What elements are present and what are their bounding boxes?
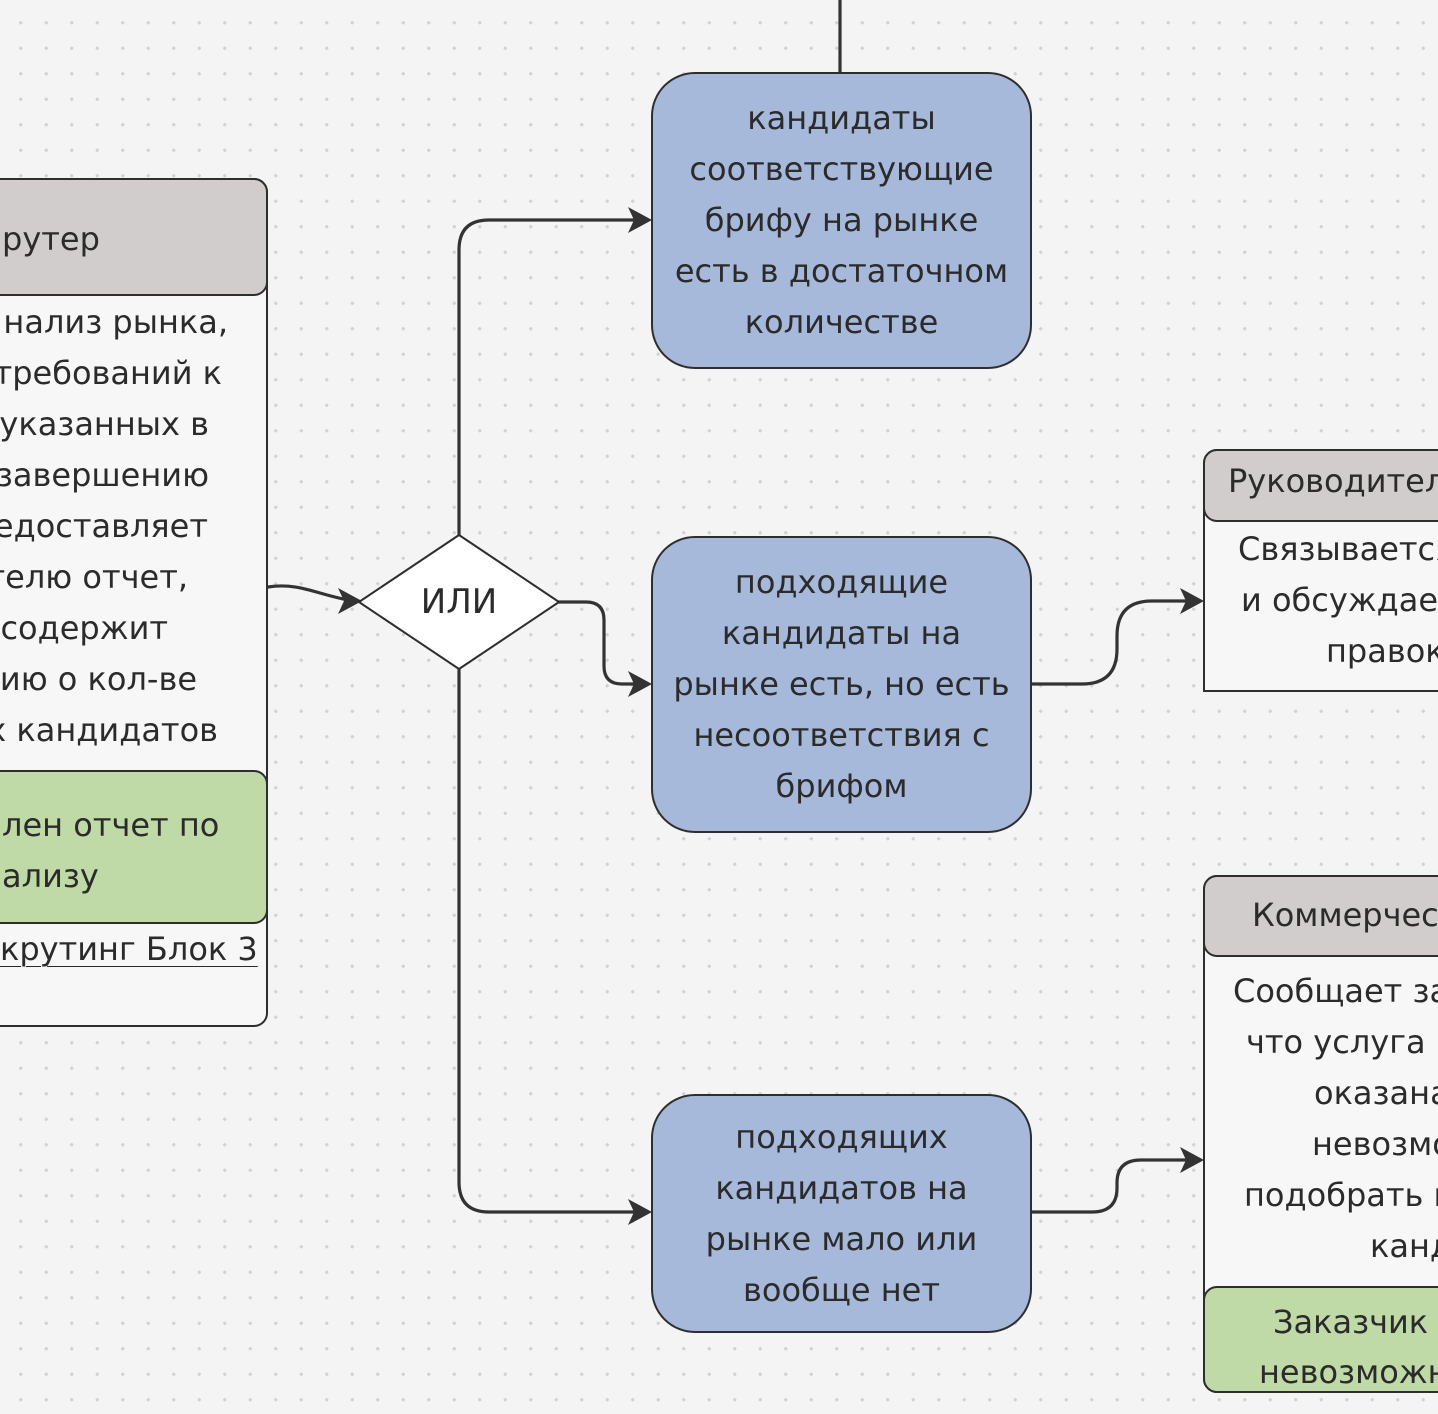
left-card-link[interactable]: крутинг Блок 3 bbox=[0, 930, 258, 968]
right-card-bottom-result-line: невозможн bbox=[1259, 1353, 1438, 1391]
outcome-few-or-none[interactable]: подходящих кандидатов на рынке мало или … bbox=[651, 1094, 1032, 1333]
right-card-bottom-line: оказана bbox=[1314, 1074, 1438, 1112]
outcome-sufficient-candidates[interactable]: кандидаты соответствующие брифу на рынке… bbox=[651, 72, 1032, 369]
connector-decision-to-outcome-2 bbox=[557, 600, 642, 686]
outcome-line: вообще нет bbox=[743, 1270, 940, 1309]
left-card-result-line: лен отчет по bbox=[2, 806, 220, 844]
left-card-line: цию о кол-ве bbox=[0, 660, 197, 698]
outcome-partial-match[interactable]: подходящие кандидаты на рынке есть, но е… bbox=[651, 536, 1032, 833]
arrowhead-right-bottom bbox=[1180, 1147, 1204, 1173]
decision-diamond bbox=[358, 534, 560, 670]
outcome-line: несоответствия с bbox=[693, 716, 990, 754]
left-card-header: рутер bbox=[0, 178, 268, 296]
left-card-header-text: рутер bbox=[2, 220, 100, 258]
outcome-line: кандидаты bbox=[747, 99, 936, 137]
outcome-line: количестве bbox=[744, 303, 939, 341]
connector-outcome-2-to-right-top bbox=[1030, 599, 1194, 686]
right-card-bottom-line: канд bbox=[1370, 1227, 1438, 1265]
right-card-top-line: правок bbox=[1326, 632, 1438, 670]
right-card-bottom-line: что услуга н bbox=[1246, 1023, 1438, 1061]
outcome-line: брифу на рынке bbox=[704, 201, 979, 239]
outcome-line: рынке есть, но есть bbox=[673, 665, 1010, 703]
left-card-body: нализ рынка, требований к указанных в за… bbox=[0, 297, 280, 756]
right-card-top-header: Руководител bbox=[1203, 449, 1438, 522]
right-card-bottom-result: Заказчик у невозможн bbox=[1203, 1286, 1438, 1393]
left-card-line: завершению bbox=[0, 456, 209, 494]
right-card-top-line: и обсуждает bbox=[1241, 581, 1438, 619]
left-card-line: редоставляет bbox=[0, 507, 208, 545]
outcome-line: соответствующие bbox=[689, 150, 994, 188]
right-card-bottom-header: Коммерчес bbox=[1203, 875, 1438, 957]
outcome-line: есть в достаточном bbox=[674, 252, 1009, 290]
arrowhead-outcome-1 bbox=[628, 207, 652, 233]
outcome-line: подходящие bbox=[734, 563, 949, 601]
right-card-bottom-body: Сообщает за что услуга н оказана невозмо… bbox=[1203, 966, 1438, 1272]
arrowhead-decision bbox=[338, 588, 362, 614]
outcome-line: кандидаты на bbox=[721, 614, 962, 652]
outcome-line: подходящих bbox=[735, 1117, 948, 1156]
connector-decision-to-outcome-3 bbox=[457, 668, 642, 1214]
left-card-result-line: ализу bbox=[2, 857, 99, 895]
right-card-bottom-header-text: Коммерчес bbox=[1252, 896, 1438, 934]
right-card-bottom-line: невозмо bbox=[1312, 1125, 1438, 1163]
left-card-line: содержит bbox=[0, 609, 168, 647]
left-card-line: указанных в bbox=[0, 405, 209, 443]
connector-outcome-3-to-right-bottom bbox=[1030, 1158, 1194, 1214]
left-card-line: х кандидатов bbox=[0, 711, 218, 749]
outcome-line: кандидатов на bbox=[715, 1168, 968, 1207]
right-card-bottom-line: подобрать н bbox=[1244, 1176, 1438, 1214]
arrowhead-outcome-2 bbox=[628, 671, 652, 697]
connector-decision-to-outcome-1 bbox=[457, 218, 642, 536]
right-card-top-body: Связывается и обсуждает правок bbox=[1203, 524, 1438, 677]
outcome-line: брифом bbox=[775, 767, 908, 805]
outcome-line: рынке мало или bbox=[705, 1219, 978, 1258]
right-card-top-header-text: Руководител bbox=[1228, 462, 1438, 500]
right-card-bottom-line: Сообщает за bbox=[1233, 972, 1438, 1010]
left-card-line: требований к bbox=[0, 354, 222, 392]
decision-label: ИЛИ bbox=[420, 582, 498, 622]
right-card-bottom-result-line: Заказчик у bbox=[1273, 1303, 1438, 1341]
left-card-line: телю отчет, bbox=[0, 558, 188, 596]
left-card-result: лен отчет по ализу bbox=[0, 770, 268, 924]
arrowhead-right-top bbox=[1180, 588, 1204, 614]
arrowhead-outcome-3 bbox=[628, 1199, 652, 1225]
right-card-top-line: Связывается bbox=[1238, 530, 1438, 568]
left-card-line: нализ рынка, bbox=[3, 303, 228, 341]
